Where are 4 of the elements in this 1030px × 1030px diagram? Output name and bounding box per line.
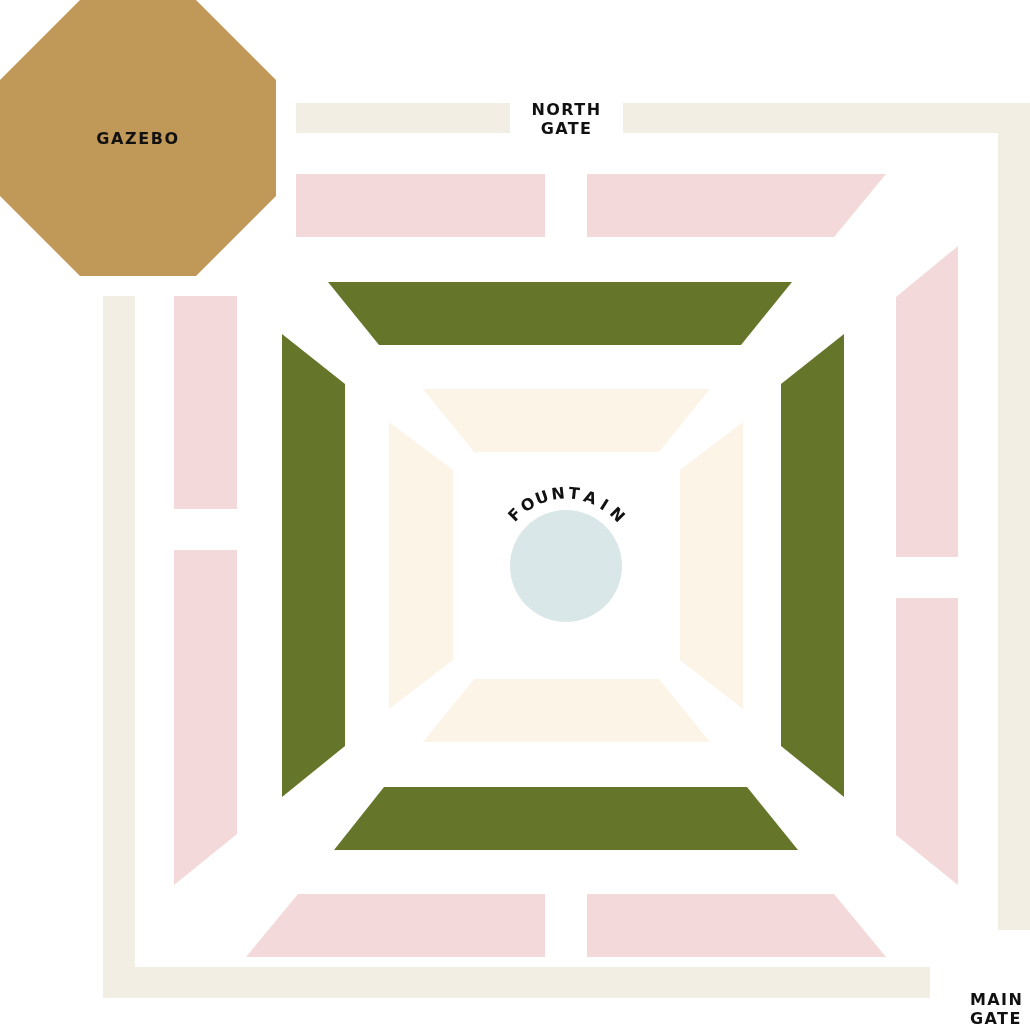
gate-label: MAIN GATE	[970, 990, 1025, 1028]
gazebo-label: GAZEBO	[96, 129, 180, 148]
gate-label: NORTH GATE	[530, 100, 603, 138]
fountain-label: FOUNTAIN	[506, 482, 626, 526]
